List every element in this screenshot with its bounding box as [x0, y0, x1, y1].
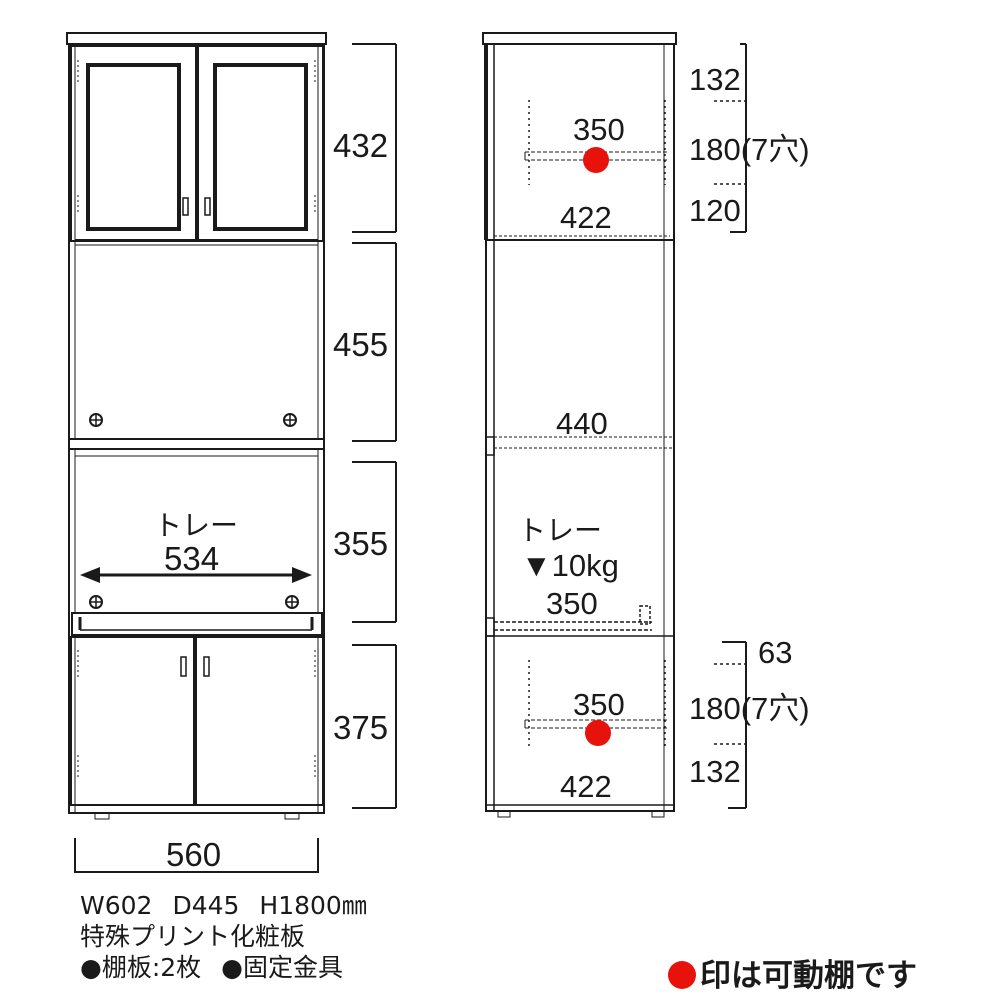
front-top-board: [66, 32, 327, 45]
spec-block: W602 D445 H1800㎜ 特殊プリント化粧板 ●棚板:2枚 ●固定金具: [80, 890, 367, 983]
side-tray-label: トレー: [518, 514, 602, 547]
lower-doors: [70, 636, 324, 806]
side-upper-hole-span: 180(7穴): [689, 132, 810, 167]
upper-right-handle: [204, 197, 211, 216]
side-upper-bottom-offset: 120: [689, 193, 741, 228]
spec-height: H1800㎜: [259, 891, 367, 920]
side-tray-load: ▼10kg: [521, 548, 619, 583]
upper-right-glass: [213, 63, 308, 231]
front-fixed-shelf: [68, 438, 325, 450]
dim-overall-width: 560: [166, 836, 221, 873]
spec-dimensions: W602 D445 H1800㎜: [80, 890, 367, 921]
spec-depth: D445: [172, 891, 240, 920]
upper-glass-doors: [70, 45, 324, 246]
front-tray-label: トレー: [154, 509, 238, 542]
side-upper-shelf-depth: 350: [573, 112, 625, 147]
side-lower-movable-shelf: [524, 660, 668, 750]
front-view: [66, 32, 397, 873]
spec-included-items: ●棚板:2枚 ●固定金具: [80, 952, 367, 983]
red-dot-icon: [668, 961, 696, 989]
side-upper-dimensions: [730, 43, 747, 233]
lower-right-handle: [203, 656, 210, 677]
side-tray-depth: 350: [546, 586, 598, 621]
side-lower-hole-span: 180(7穴): [689, 691, 810, 726]
spec-material: 特殊プリント化粧板: [80, 922, 306, 951]
dim-tray-section-height: 355: [333, 525, 388, 562]
lower-left-door: [70, 636, 195, 806]
front-screws-middle: [89, 413, 297, 427]
side-view: [482, 32, 747, 818]
side-lower-shelf-depth: 350: [573, 687, 625, 722]
spec-width: W602: [80, 891, 153, 920]
side-lower-bottom-offset: 132: [689, 754, 741, 789]
side-tray: [485, 605, 674, 637]
side-lower-inner-depth: 422: [560, 769, 612, 804]
front-height-dimensions: [352, 43, 397, 809]
dim-middle-height: 455: [333, 326, 388, 363]
side-carcass: [485, 43, 675, 812]
side-upper-movable-shelf: [524, 100, 668, 185]
lower-right-door: [195, 636, 324, 806]
front-tray: [71, 612, 323, 636]
front-width-dimension: [74, 838, 319, 873]
upper-left-glass: [86, 63, 181, 231]
legend-text: 印は可動棚です: [700, 958, 917, 994]
spec-item-shelves: ●棚板:2枚: [80, 953, 202, 982]
dim-upper-height: 432: [333, 127, 388, 164]
movable-shelf-marker-lower: [585, 720, 611, 746]
side-fixed-shelf: [485, 436, 674, 456]
front-carcass: [68, 43, 325, 814]
movable-shelf-marker-upper: [583, 147, 609, 173]
front-screws-tray: [89, 595, 299, 609]
movable-shelf-legend: 印は可動棚です: [668, 950, 917, 995]
side-middle-shelf-depth: 440: [556, 406, 608, 441]
side-lower-dimensions: [722, 641, 747, 809]
spec-item-fixing: ●固定金具: [221, 953, 343, 982]
side-upper-inner-depth: 422: [560, 200, 612, 235]
dim-tray-width: 534: [164, 540, 219, 577]
dim-lower-height: 375: [333, 709, 388, 746]
side-top-board: [482, 32, 677, 45]
side-upper-top-offset: 132: [689, 62, 741, 97]
upper-left-handle: [182, 197, 189, 216]
lower-left-handle: [180, 656, 187, 677]
side-lower-top-offset: 63: [758, 635, 792, 670]
